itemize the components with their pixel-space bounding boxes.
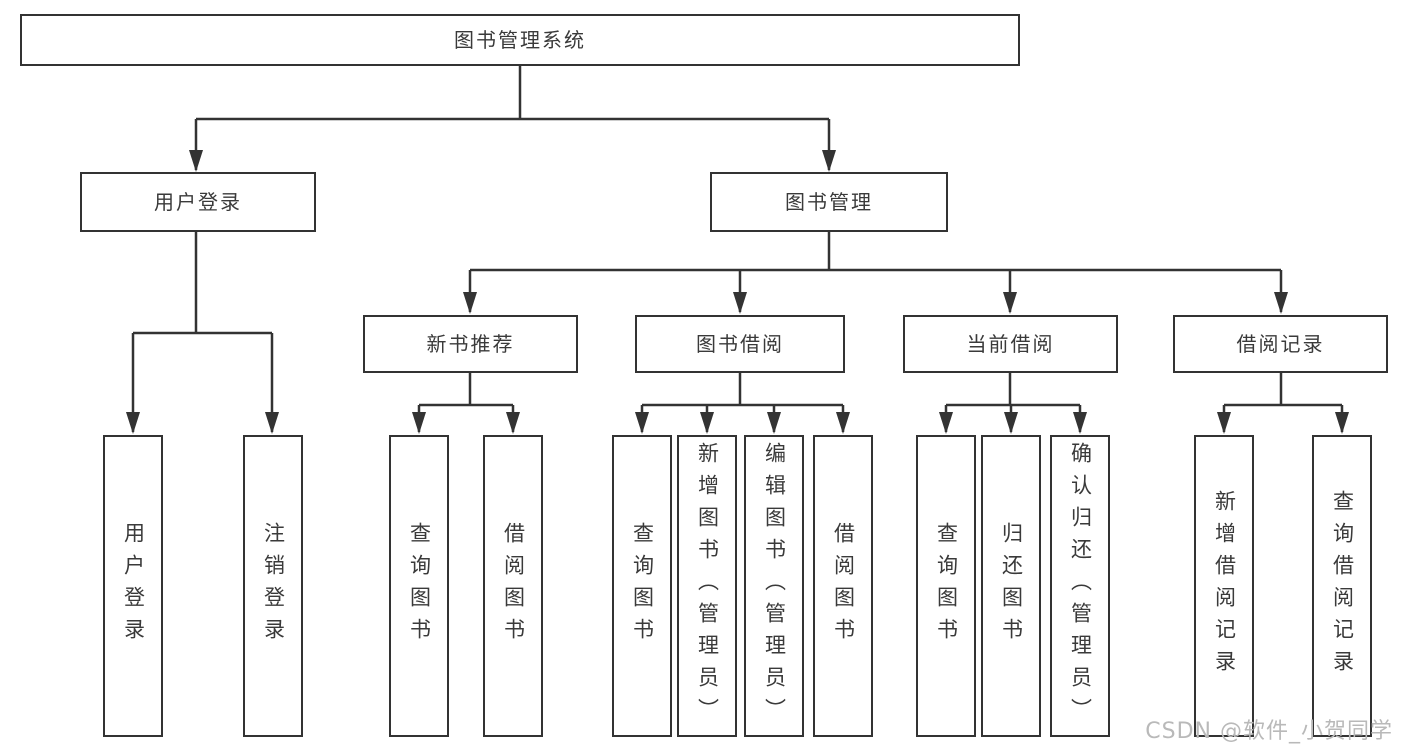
node-label: 借阅记录 [1236, 332, 1325, 356]
node-new-book-recommend: 新书推荐 [363, 315, 578, 373]
node-label: 当前借阅 [966, 332, 1055, 356]
leaf-label: 查询图书 [934, 522, 959, 650]
csdn-watermark: CSDN @软件_小贺同学 [1145, 719, 1393, 744]
leaf-borrow-books-1: 借阅图书 [483, 435, 543, 737]
leaf-query-books-2: 查询图书 [612, 435, 672, 737]
node-borrow-records: 借阅记录 [1173, 315, 1388, 373]
leaf-logout: 注销登录 [243, 435, 303, 737]
node-library-management-system: 图书管理系统 [20, 14, 1020, 66]
leaf-label: 归还图书 [999, 522, 1024, 650]
leaf-add-books-admin: 新增图书（管理员） [677, 435, 737, 737]
leaf-add-borrow-record: 新增借阅记录 [1194, 435, 1254, 737]
node-user-login: 用户登录 [80, 172, 316, 232]
node-label: 图书借阅 [696, 332, 784, 356]
leaf-label: 查询图书 [407, 522, 432, 650]
leaf-return-books: 归还图书 [981, 435, 1041, 737]
leaf-confirm-return-admin: 确认归还（管理员） [1050, 435, 1110, 737]
leaf-edit-books-admin: 编辑图书（管理员） [744, 435, 804, 737]
leaf-label: 新增图书（管理员） [695, 442, 720, 730]
leaf-label: 新增借阅记录 [1212, 490, 1237, 682]
node-label: 图书管理系统 [454, 28, 586, 52]
node-label: 新书推荐 [426, 332, 515, 356]
leaf-label: 查询借阅记录 [1330, 490, 1355, 682]
node-book-management: 图书管理 [710, 172, 948, 232]
leaf-label: 借阅图书 [501, 522, 526, 650]
leaf-label: 查询图书 [630, 522, 655, 650]
leaf-label: 借阅图书 [831, 522, 856, 650]
leaf-label: 注销登录 [261, 522, 286, 650]
leaf-query-borrow-record: 查询借阅记录 [1312, 435, 1372, 737]
node-label: 用户登录 [154, 190, 242, 214]
node-book-borrow: 图书借阅 [635, 315, 845, 373]
leaf-label: 用户登录 [121, 522, 146, 650]
node-current-borrow: 当前借阅 [903, 315, 1118, 373]
leaf-user-login: 用户登录 [103, 435, 163, 737]
leaf-query-books-1: 查询图书 [389, 435, 449, 737]
leaf-query-books-3: 查询图书 [916, 435, 976, 737]
node-label: 图书管理 [785, 190, 873, 214]
leaf-label: 编辑图书（管理员） [762, 442, 787, 730]
leaf-label: 确认归还（管理员） [1068, 442, 1093, 730]
leaf-borrow-books-2: 借阅图书 [813, 435, 873, 737]
